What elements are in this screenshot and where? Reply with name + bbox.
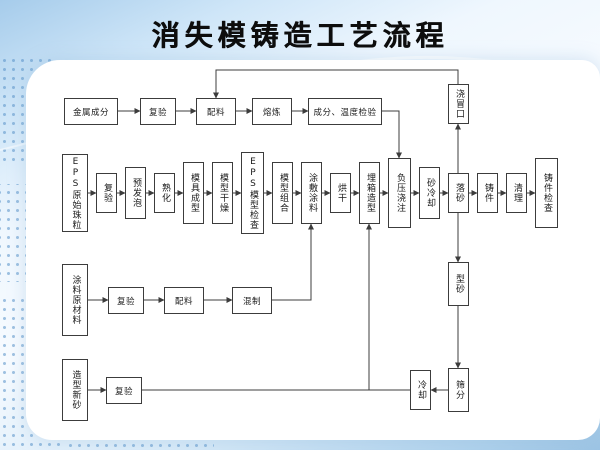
flow-box-model-drying: 模型干燥: [212, 162, 233, 224]
flow-box-label: 模型组合: [278, 173, 288, 213]
flow-box-label: 涂料原材料: [70, 275, 81, 325]
flow-box-label: 金属成分: [72, 107, 109, 118]
flow-box-metal-recheck: 复验: [140, 98, 176, 125]
flow-box-drying: 烘干: [330, 173, 351, 213]
flow-box-metal-composition: 金属成分: [64, 98, 118, 125]
flow-box-label: 涂敷涂料: [307, 173, 317, 213]
flow-box-label: 砂冷却: [425, 178, 435, 208]
flow-box-batching: 配料: [196, 98, 236, 125]
flow-box-label: 负压浇注: [395, 173, 405, 213]
flow-box-model-assembly: 模型组合: [272, 162, 293, 224]
flow-box-label: 铸件: [483, 183, 493, 203]
slide-title: 消失模铸造工艺流程: [151, 19, 449, 52]
flow-box-label: 铸件检查: [542, 173, 552, 213]
flow-box-label: 模具成型: [189, 173, 199, 213]
flow-box-pre-foaming: 预发泡: [125, 167, 146, 219]
flow-box-sieving: 筛分: [448, 368, 469, 412]
flow-box-label: 成分、温度检验: [313, 107, 377, 118]
flow-box-eps-recheck: 复验: [96, 173, 117, 213]
flow-box-label: 烘干: [336, 183, 346, 203]
flow-box-comp-temp-inspection: 成分、温度检验: [308, 98, 382, 125]
flow-box-flask-molding: 埋箱造型: [359, 162, 380, 224]
flow-box-new-sand: 造型新砂: [62, 359, 88, 421]
flow-box-vacuum-pouring: 负压浇注: [388, 158, 411, 228]
flow-box-mold-forming: 模具成型: [183, 162, 204, 224]
flow-box-label: 混制: [242, 296, 261, 307]
flow-box-label: 模型干燥: [218, 173, 228, 213]
flow-box-label: 埋箱造型: [365, 173, 375, 213]
flow-box-label: 复验: [114, 386, 133, 397]
flow-box-label: 造型新砂: [70, 370, 81, 410]
flow-box-label: 冷却: [416, 380, 426, 400]
flow-box-label: 复验: [116, 296, 135, 307]
flow-box-label: 型砂: [454, 274, 464, 294]
flow-box-label: 复验: [102, 183, 112, 203]
flow-box-label: 复验: [148, 107, 167, 118]
flow-box-label: EPS原始珠粒: [70, 156, 81, 230]
flow-box-coating-recheck: 复验: [108, 287, 144, 314]
flow-box-cleaning: 清理: [506, 173, 527, 213]
flow-box-label: 浇冒口: [454, 89, 464, 119]
flow-box-curing: 熟化: [154, 173, 175, 213]
flow-box-coating-application: 涂敷涂料: [301, 162, 322, 224]
flow-box-coating-batching: 配料: [164, 287, 204, 314]
flow-box-casting: 铸件: [477, 173, 498, 213]
flow-box-label: 配料: [174, 296, 193, 307]
flow-box-coating-raw-material: 涂料原材料: [62, 264, 88, 336]
flow-box-label: 筛分: [454, 380, 464, 400]
flow-box-gating-riser: 浇冒口: [448, 84, 469, 124]
flow-box-sand-cooling: 砂冷却: [419, 167, 440, 219]
flow-box-eps-model-inspection: EPS模型检查: [241, 152, 264, 234]
flow-box-label: 熔炼: [262, 107, 281, 118]
flow-box-shakeout: 落砂: [448, 173, 469, 213]
flow-box-label: 熟化: [160, 183, 170, 203]
flow-box-cooling: 冷却: [410, 370, 431, 410]
flow-box-label: 预发泡: [131, 178, 141, 208]
flow-box-label: 配料: [206, 107, 225, 118]
flow-box-eps-beads: EPS原始珠粒: [62, 154, 88, 232]
flow-box-label: 落砂: [454, 183, 464, 203]
flow-box-label: 清理: [512, 183, 522, 203]
flow-box-label: EPS模型检查: [248, 156, 258, 230]
flow-box-casting-inspection: 铸件检查: [535, 158, 558, 228]
flow-box-sand-recheck: 复验: [106, 377, 142, 404]
flow-box-molding-sand: 型砂: [448, 262, 469, 306]
flow-box-mixing: 混制: [232, 287, 272, 314]
flow-box-melting: 熔炼: [252, 98, 292, 125]
